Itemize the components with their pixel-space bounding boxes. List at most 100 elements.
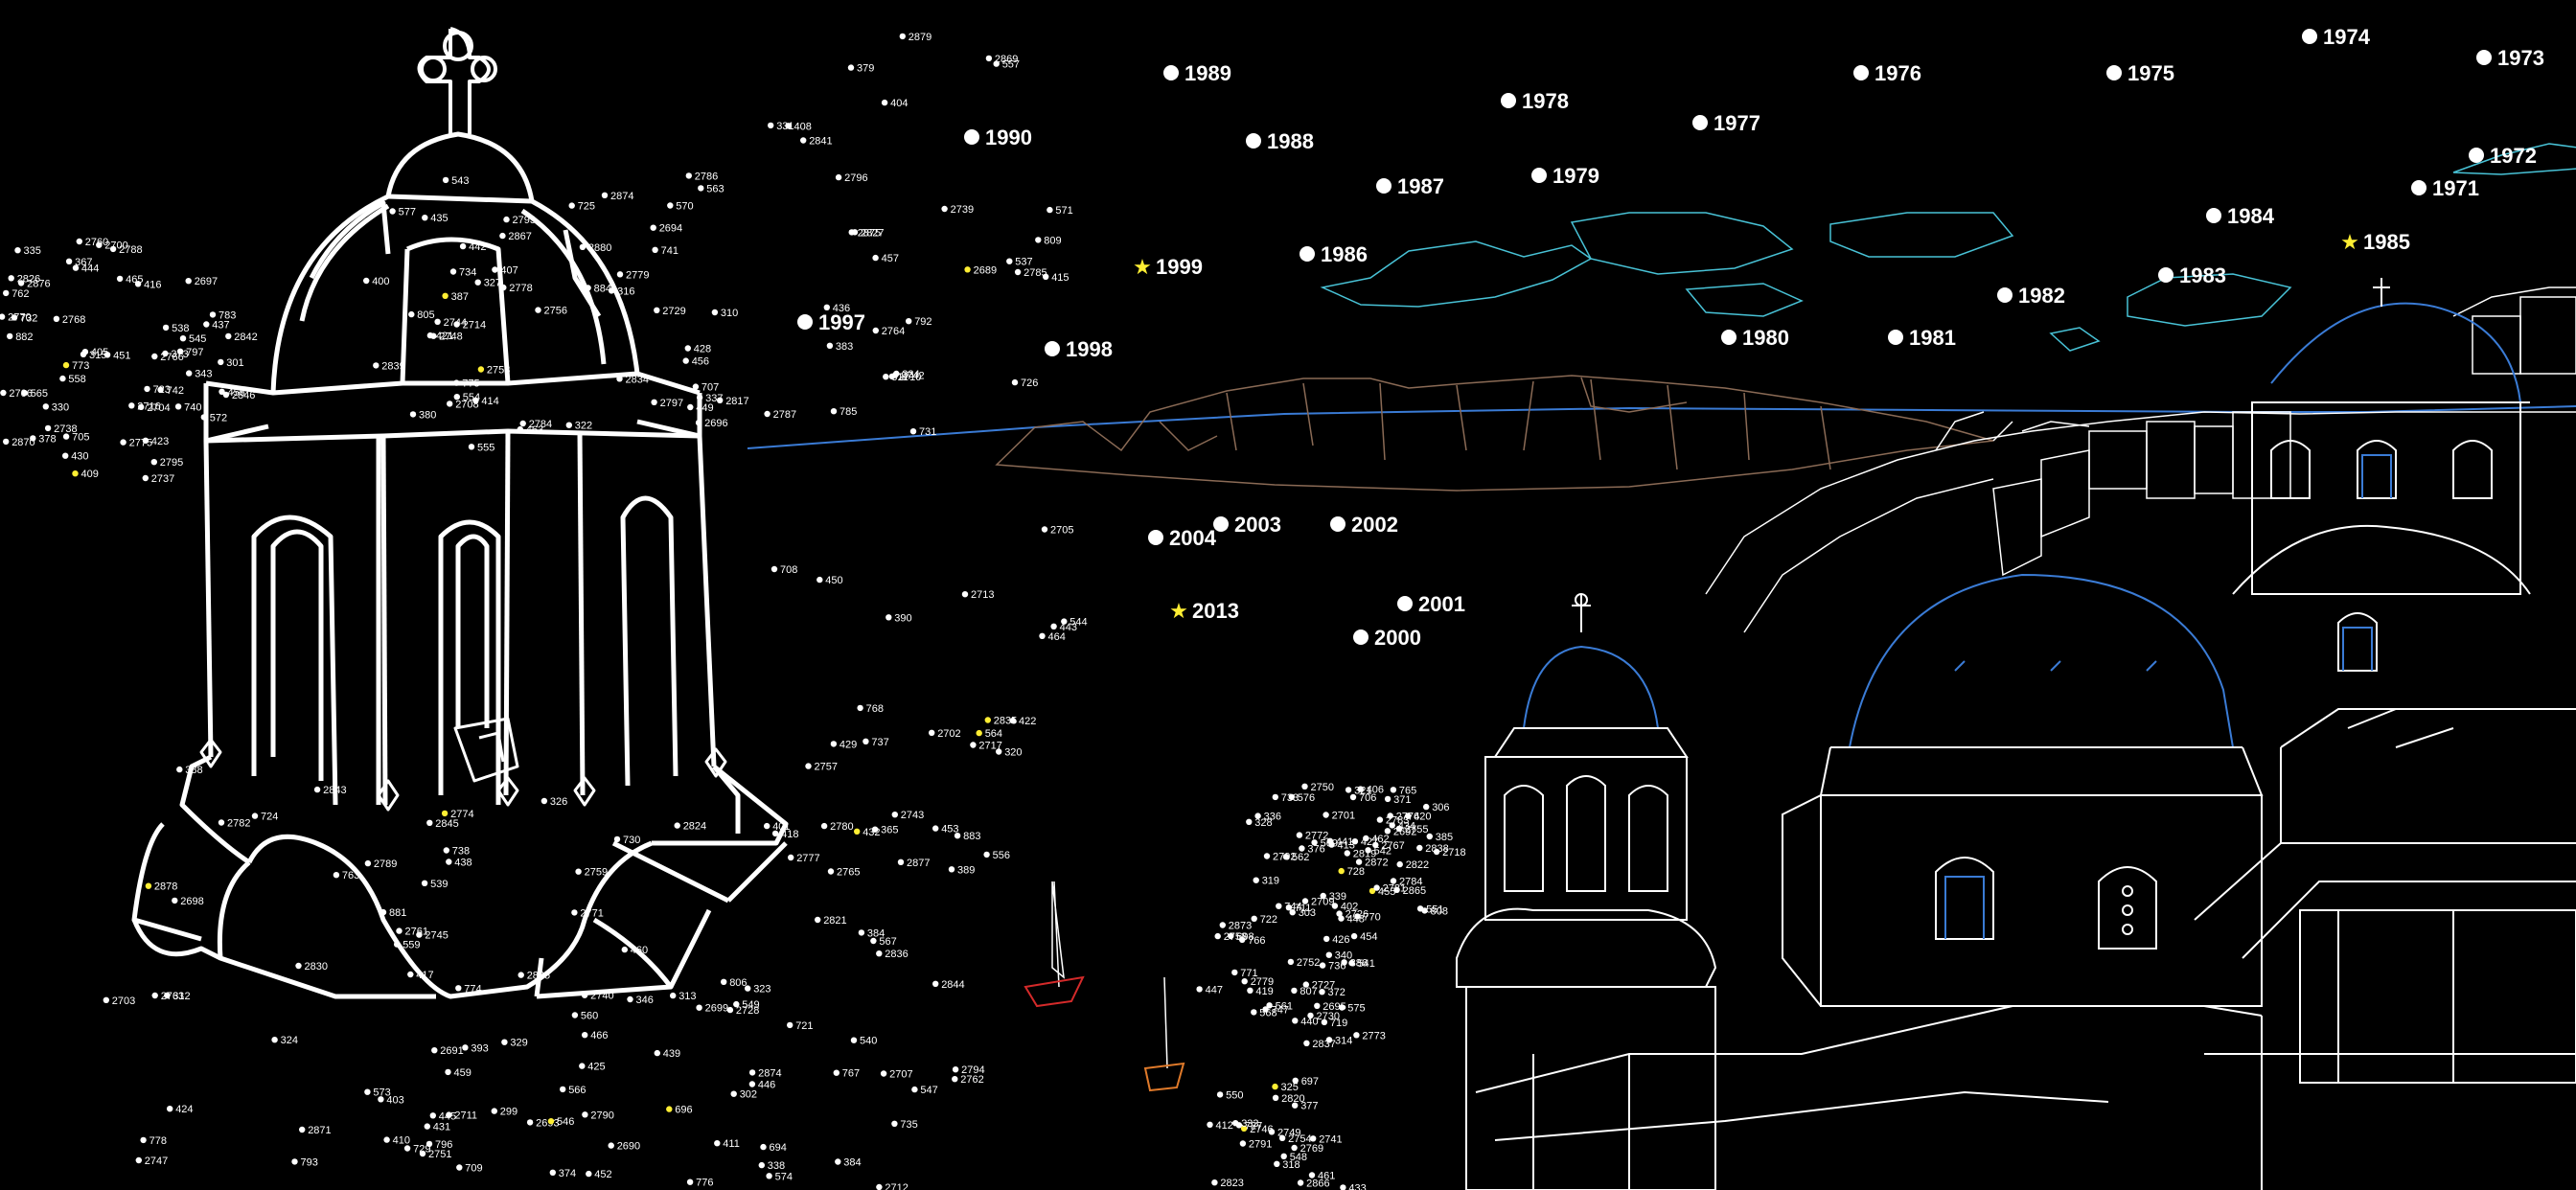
numbered-dot[interactable]: 2765 [827,867,861,879]
numbered-dot[interactable]: 403 [378,1094,404,1106]
numbered-dot[interactable]: 327 [474,278,502,289]
numbered-dot[interactable]: 768 [857,703,884,715]
numbered-dot[interactable]: 697 [1292,1076,1320,1087]
numbered-dot[interactable]: 328 [1246,817,1273,829]
numbered-dot[interactable]: 735 [891,1119,918,1131]
numbered-dot[interactable]: 2767 [1372,840,1405,852]
numbered-dot[interactable]: 2706 [0,388,33,400]
year-dot[interactable]: 1984 [2206,204,2275,228]
numbered-dot[interactable]: 456 [682,356,710,368]
numbered-dot[interactable]: 793 [291,1156,318,1168]
numbered-dot[interactable]: 441 [1326,836,1354,848]
numbered-dot[interactable]: 698 [1228,931,1254,943]
numbered-dot[interactable]: 2702 [929,728,961,740]
numbered-dot[interactable]: 410 [383,1135,410,1147]
numbered-dot[interactable]: 2793 [503,215,536,226]
numbered-dot[interactable]: 2729 [654,306,686,317]
numbered-dot[interactable]: 420 [1405,812,1432,823]
numbered-dot[interactable]: 2739 [941,204,974,216]
numbered-dot[interactable]: 463 [517,424,544,436]
numbered-dot[interactable]: 2738 [44,423,78,435]
numbered-dot[interactable]: 444 [72,263,100,275]
numbered-dot[interactable]: 446 [748,1080,776,1091]
numbered-dot[interactable]: 2823 [1211,1178,1244,1189]
numbered-dot[interactable]: 2874 [601,191,634,202]
numbered-dot[interactable]: 539 [421,879,448,890]
numbered-dot[interactable]: 2879 [899,32,932,43]
numbered-dot[interactable]: 318 [1274,1159,1300,1171]
numbered-dot[interactable]: 550 [1216,1089,1244,1101]
year-dot[interactable]: 1973 [2476,46,2544,70]
numbered-dot[interactable]: 445 [429,1110,457,1122]
numbered-dot[interactable]: 2751 [419,1149,452,1160]
numbered-dot[interactable]: 545 [179,333,207,345]
numbered-dot[interactable]: 338 [758,1160,786,1172]
numbered-dot[interactable]: 2714 [453,320,486,332]
numbered-dot[interactable]: 2878 [145,881,178,893]
numbered-dot[interactable]: 325 [1272,1082,1299,1093]
numbered-dot[interactable]: 556 [983,850,1010,861]
numbered-dot[interactable]: 313 [670,991,697,1002]
year-dot[interactable]: 1980 [1721,326,1789,350]
numbered-dot[interactable]: 384 [858,927,886,939]
year-dot[interactable]: 1978 [1501,89,1569,113]
year-dot[interactable]: 2000 [1353,626,1421,650]
numbered-dot[interactable]: 566 [560,1085,586,1096]
numbered-dot[interactable]: 538 [162,323,190,334]
numbered-dot[interactable]: 2825 [518,971,551,982]
numbered-dot[interactable]: 434 [1389,820,1416,832]
numbered-dot[interactable]: 372 [1319,987,1346,998]
numbered-dot[interactable]: 809 [1035,235,1062,246]
numbered-dot[interactable]: 401 [764,821,791,833]
numbered-dot[interactable]: 705 [62,432,90,444]
numbered-dot[interactable]: 554 [453,392,481,403]
numbered-dot[interactable]: 543 [442,175,470,187]
numbered-dot[interactable]: 466 [582,1030,609,1041]
numbered-dot[interactable]: 767 [833,1068,861,1080]
numbered-dot[interactable]: 2717 [970,741,1002,752]
numbered-dot[interactable]: 455 [1368,886,1396,898]
numbered-dot[interactable]: 415 [1043,272,1070,284]
numbered-dot[interactable]: 881 [380,907,407,919]
numbered-dot[interactable]: 2876 [17,278,51,289]
numbered-dot[interactable]: 2872 [1355,858,1389,869]
numbered-dot[interactable]: 771 [1231,968,1258,979]
numbered-dot[interactable]: 725 [568,201,596,213]
numbered-dot[interactable]: 564 [976,728,1003,740]
numbered-dot[interactable]: 2845 [426,818,459,830]
numbered-dot[interactable]: 721 [787,1020,814,1032]
numbered-dot[interactable]: 2694 [650,223,683,235]
numbered-dot[interactable]: 448 [1338,914,1365,926]
numbered-dot[interactable]: 2843 [313,785,347,796]
numbered-dot[interactable]: 563 [698,183,724,195]
numbered-dot[interactable]: 2788 [109,244,143,256]
numbered-dot[interactable]: 724 [251,812,279,823]
numbered-dot[interactable]: 796 [426,1139,453,1151]
year-dot[interactable]: 1983 [2158,263,2226,287]
numbered-dot[interactable]: 459 [445,1067,472,1079]
numbered-dot[interactable]: 461 [1308,1171,1336,1182]
year-dot[interactable]: 2002 [1330,513,1398,537]
numbered-dot[interactable]: 2698 [172,896,204,907]
numbered-dot[interactable]: 2869 [985,54,1019,65]
numbered-dot[interactable]: 2778 [500,283,533,294]
numbered-dot[interactable]: 435 [422,213,448,224]
numbered-dot[interactable]: 2774 [441,809,474,820]
numbered-dot[interactable]: 2880 [579,242,612,254]
numbered-dot[interactable]: 379 [847,63,875,75]
numbered-dot[interactable]: 462 [1363,834,1390,845]
numbered-dot[interactable]: 390 [886,612,912,624]
numbered-dot[interactable]: 378 [30,433,57,445]
numbered-dot[interactable]: 376 [1299,844,1325,856]
numbered-dot[interactable]: 2877 [897,858,931,869]
numbered-dot[interactable]: 2769 [1291,1143,1323,1155]
numbered-dot[interactable]: 323 [745,984,771,995]
numbered-dot[interactable]: 2841 [800,136,833,148]
numbered-dot[interactable]: 2699 [696,1003,728,1015]
numbered-dot[interactable]: 747 [1262,1004,1289,1016]
numbered-dot[interactable]: 2727 [1302,980,1336,992]
numbered-dot[interactable]: 387 [442,291,469,303]
numbered-dot[interactable]: 766 [1239,935,1266,947]
numbered-dot[interactable]: 722 [1251,914,1278,926]
